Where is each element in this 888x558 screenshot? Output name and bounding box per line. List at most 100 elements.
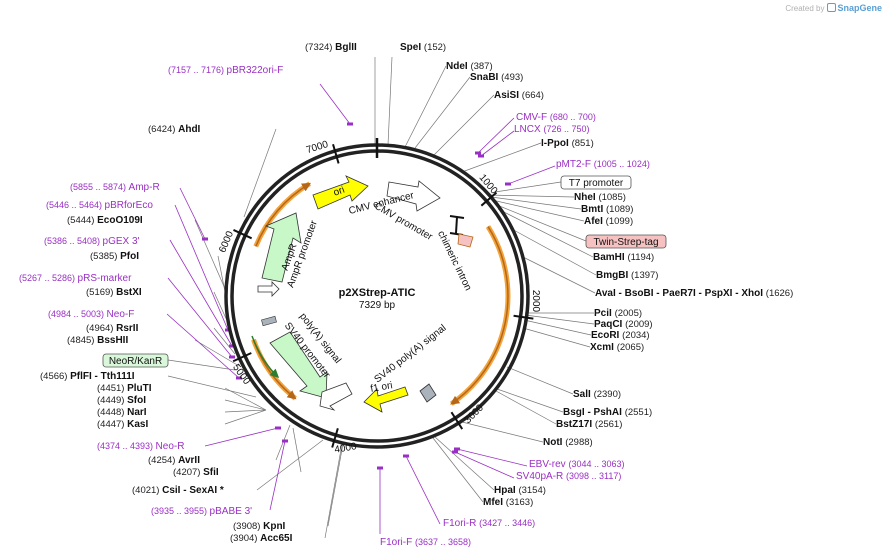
primer-marker xyxy=(229,355,235,359)
site-label[interactable]: (4566) PflFI - Tth111I xyxy=(40,371,135,382)
site-label[interactable]: (4021) CsiI - SexAI * xyxy=(132,485,224,496)
site-label[interactable]: BsgI - PshAI (2551) xyxy=(563,407,652,418)
site-label[interactable]: AsiSI (664) xyxy=(494,90,544,101)
site-label[interactable]: PaqCI (2009) xyxy=(594,319,653,330)
site-coord: (4964) xyxy=(86,323,116,334)
site-label[interactable]: (4207) SfiI xyxy=(173,467,219,478)
site-coord: (4021) xyxy=(132,485,162,496)
primer-label[interactable]: CMV-F (680 .. 700) xyxy=(516,112,596,123)
primer-label[interactable]: F1ori-F (3637 .. 3658) xyxy=(380,537,471,548)
tick-mark xyxy=(480,191,498,207)
primer-label[interactable]: EBV-rev (3044 .. 3063) xyxy=(529,459,625,470)
box-leader-line xyxy=(167,359,236,371)
primer-label[interactable]: F1ori-R (3427 .. 3446) xyxy=(443,518,535,529)
site-label[interactable]: HpaI (3154) xyxy=(494,485,546,496)
site-label[interactable]: (4964) RsrII xyxy=(86,323,139,334)
site-label[interactable]: AfeI (1099) xyxy=(584,216,633,227)
site-coord: (3908) xyxy=(233,521,263,532)
site-coord: (4845) xyxy=(67,335,97,346)
site-leader-line xyxy=(324,443,343,539)
site-label[interactable]: AvaI - BsoBI - PaeR7I - PspXI - XhoI (16… xyxy=(595,288,793,299)
primer-label[interactable]: (5267 .. 5286) pRS-marker xyxy=(19,273,132,284)
primer-label[interactable]: (7157 .. 7176) pBR322ori-F xyxy=(168,65,283,76)
tick-mark xyxy=(232,352,252,363)
site-coord: (4448) xyxy=(97,407,127,418)
site-leader-line xyxy=(433,94,495,156)
site-leader-line xyxy=(387,56,393,146)
site-coord: (1099) xyxy=(606,216,633,227)
site-name: NheI xyxy=(574,192,598,203)
tick-mark xyxy=(331,428,339,448)
site-label[interactable]: EcoRI (2034) xyxy=(591,330,650,341)
tick-mark xyxy=(233,229,253,240)
site-label[interactable]: I-PpoI (851) xyxy=(541,138,594,149)
primer-name: SV40pA-R xyxy=(516,471,566,482)
site-label[interactable]: PciI (2005) xyxy=(594,308,642,319)
site-name: KpnI xyxy=(263,521,285,532)
site-name: I-PpoI xyxy=(541,138,572,149)
site-label[interactable]: MfeI (3163) xyxy=(483,497,533,508)
site-leader-line xyxy=(256,439,324,491)
site-label[interactable]: (4449) SfoI xyxy=(97,395,146,406)
site-label[interactable]: (3908) KpnI xyxy=(233,521,286,532)
primer-label[interactable]: (4984 .. 5003) Neo-F xyxy=(48,309,134,320)
primer-label[interactable]: (4374 .. 4393) Neo-R xyxy=(97,441,184,452)
site-label[interactable]: SnaBI (493) xyxy=(470,72,523,83)
site-label[interactable]: (5444) EcoO109I xyxy=(67,215,143,226)
primer-range: (5446 .. 5464) xyxy=(46,200,105,210)
site-label[interactable]: (6424) AhdI xyxy=(148,124,201,135)
site-label[interactable]: (4447) KasI xyxy=(97,419,148,430)
site-label[interactable]: NheI (1085) xyxy=(574,192,626,203)
site-coord: (1194) xyxy=(627,252,654,263)
feature-box[interactable] xyxy=(560,175,632,190)
site-label[interactable]: BstZ17I (2561) xyxy=(556,419,622,430)
site-label[interactable]: (3904) Acc65I xyxy=(230,533,293,544)
site-label[interactable]: (5169) BstXI xyxy=(86,287,142,298)
site-name: PluTI xyxy=(127,383,152,394)
site-name: AhdI xyxy=(178,124,200,135)
site-label[interactable]: NotI (2988) xyxy=(543,437,593,448)
site-name: BmgBI xyxy=(596,270,631,281)
primer-label[interactable]: (5855 .. 5874) Amp-R xyxy=(70,182,160,193)
primer-label[interactable]: SV40pA-R (3098 .. 3117) xyxy=(516,471,621,482)
site-name: BsgI - PshAI xyxy=(563,407,625,418)
primer-name: CMV-F xyxy=(516,112,550,123)
site-name: CsiI - SexAI * xyxy=(162,485,224,496)
site-coord: (851) xyxy=(572,138,594,149)
site-name: NarI xyxy=(127,407,147,418)
site-label[interactable]: (4448) NarI xyxy=(97,407,147,418)
site-label[interactable]: SalI (2390) xyxy=(573,389,621,400)
site-label[interactable]: (4254) AvrII xyxy=(148,455,200,466)
primer-marker xyxy=(347,122,353,126)
site-label[interactable]: (5385) PfoI xyxy=(90,251,139,262)
site-label[interactable]: (4451) PluTI xyxy=(97,383,152,394)
site-label[interactable]: SpeI (152) xyxy=(400,42,446,53)
site-label[interactable]: (7324) BglII xyxy=(305,42,357,53)
site-label[interactable]: BmtI (1089) xyxy=(581,204,633,215)
site-name: BglII xyxy=(335,42,357,53)
feature-box[interactable] xyxy=(585,234,667,249)
primer-name: pMT2-F xyxy=(556,159,594,170)
site-label[interactable]: XcmI (2065) xyxy=(590,342,644,353)
primer-range: (3098 .. 3117) xyxy=(566,471,621,481)
site-label[interactable]: NdeI (387) xyxy=(446,61,493,72)
primer-leader-line xyxy=(166,313,240,379)
site-leader-line xyxy=(522,327,591,348)
feature-box[interactable] xyxy=(102,353,169,368)
site-name: AsiSI xyxy=(494,90,522,101)
primer-label[interactable]: LNCX (726 .. 750) xyxy=(514,124,589,135)
site-label[interactable]: (4845) BssHII xyxy=(67,335,128,346)
primer-label[interactable]: pMT2-F (1005 .. 1024) xyxy=(556,159,650,170)
site-name: AfeI xyxy=(584,216,606,227)
site-leader-line xyxy=(167,375,257,398)
primer-label[interactable]: (5446 .. 5464) pBRforEco xyxy=(46,200,153,211)
site-name: SalI xyxy=(573,389,594,400)
primer-label[interactable]: (5386 .. 5408) pGEX 3' xyxy=(44,236,140,247)
tick-mark xyxy=(513,314,534,320)
primer-marker xyxy=(452,450,458,454)
site-label[interactable]: BamHI (1194) xyxy=(593,252,654,263)
primer-label[interactable]: (3935 .. 3955) pBABE 3' xyxy=(151,506,252,517)
site-leader-line xyxy=(213,327,236,355)
primer-marker xyxy=(475,151,481,155)
site-label[interactable]: BmgBI (1397) xyxy=(596,270,658,281)
